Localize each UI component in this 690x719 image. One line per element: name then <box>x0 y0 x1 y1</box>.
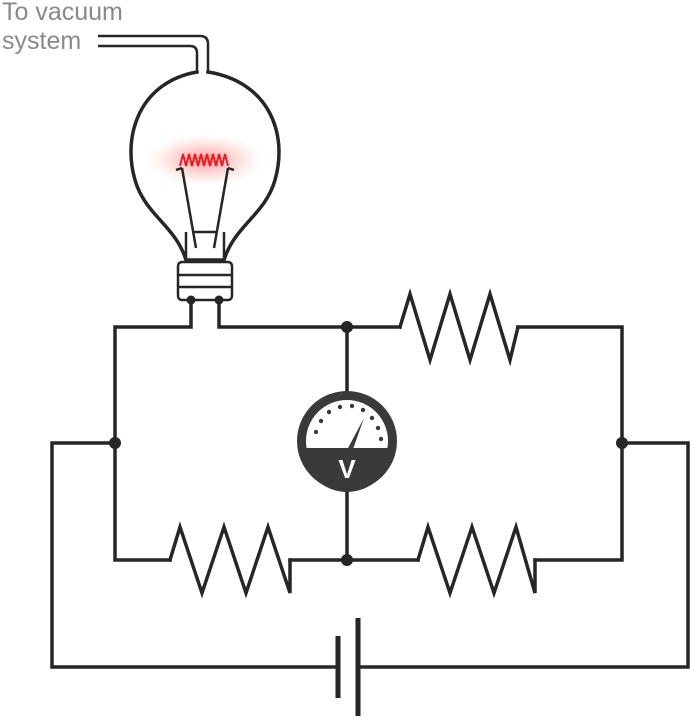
resistor-bottom-left <box>167 521 292 599</box>
battery-icon <box>335 618 361 716</box>
vacuum-label-line2: system <box>2 27 82 55</box>
voltmeter-icon: V <box>297 391 397 492</box>
vacuum-label: To vacuum system <box>2 0 123 56</box>
vacuum-bulb-icon <box>129 69 281 305</box>
voltmeter-symbol: V <box>338 454 356 484</box>
vacuum-label-line1: To vacuum <box>2 0 123 26</box>
vacuum-pipe <box>98 34 210 72</box>
junction-nodes <box>109 321 628 566</box>
resistor-top-right <box>397 287 521 367</box>
filament-icon <box>179 153 229 167</box>
bulb-base <box>176 260 234 302</box>
resistor-bottom-right <box>415 521 537 599</box>
